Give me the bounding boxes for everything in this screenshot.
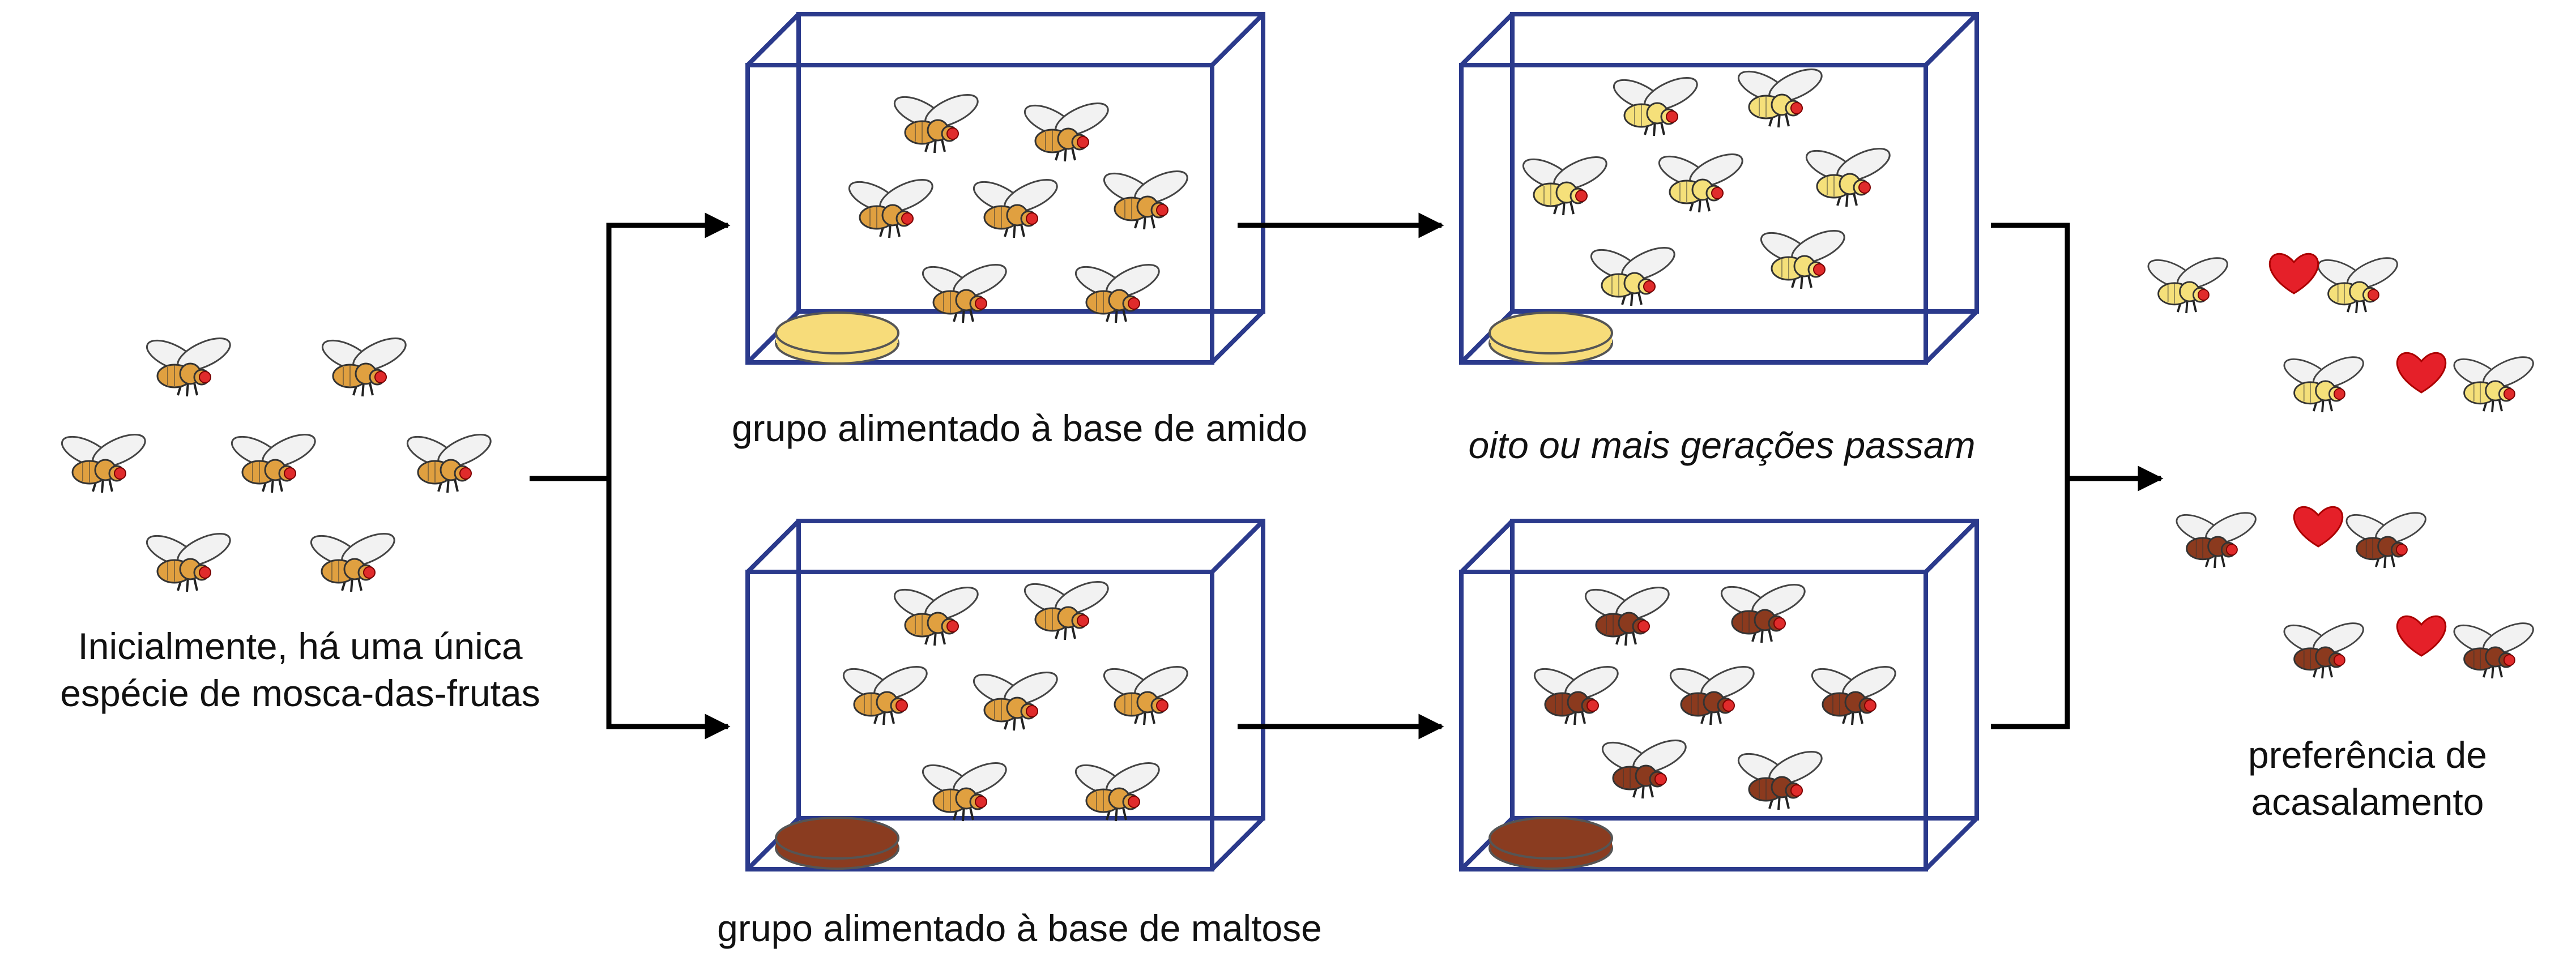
starch-box1-fly-2 bbox=[1023, 102, 1109, 162]
maltose-box1-fly-3 bbox=[842, 666, 928, 725]
arrow-to-starch-box bbox=[606, 212, 731, 478]
merge-line-top bbox=[1991, 223, 2070, 729]
maltose-food-icon-1 bbox=[775, 817, 899, 870]
pair4-maltose-fly-b bbox=[2453, 622, 2534, 679]
maltose-box2-fly-4 bbox=[1669, 666, 1755, 725]
pair1-starch-fly-b bbox=[2317, 257, 2398, 314]
initial-population-label: Inicialmente, há uma única espécie de mo… bbox=[0, 623, 600, 716]
starch-group-label: grupo alimentado à base de amido bbox=[731, 407, 1308, 449]
starch-box2-fly-7 bbox=[1760, 230, 1845, 289]
initial-label-line2: espécie de mosca-das-frutas bbox=[60, 672, 540, 714]
heart-icon-1 bbox=[2268, 253, 2319, 294]
pair3-maltose-fly-a bbox=[2176, 512, 2257, 569]
starch-box2-fly-4 bbox=[1658, 153, 1743, 213]
initial-fly-7 bbox=[310, 533, 395, 592]
starch-box2-fly-5 bbox=[1805, 148, 1891, 207]
starch-box2-fly-3 bbox=[1522, 156, 1607, 216]
pair3-maltose-fly-b bbox=[2345, 512, 2426, 569]
preference-label-line1: preferência de bbox=[2248, 734, 2487, 776]
maltose-box2-fly-6 bbox=[1601, 740, 1687, 799]
maltose-box1-fly-7 bbox=[1074, 762, 1160, 822]
starch-box1-fly-5 bbox=[1103, 170, 1188, 230]
starch-box2-fly-6 bbox=[1590, 247, 1675, 306]
maltose-box2-fly-5 bbox=[1811, 666, 1896, 725]
maltose-box1-fly-6 bbox=[922, 762, 1007, 822]
starch-box1-fly-1 bbox=[893, 94, 979, 153]
initial-fly-4 bbox=[231, 434, 316, 493]
initial-fly-5 bbox=[406, 434, 492, 493]
maltose-box-initial bbox=[745, 519, 1265, 871]
pair2-starch-fly-b bbox=[2453, 356, 2534, 413]
maltose-box1-fly-4 bbox=[973, 672, 1058, 731]
starch-box1-fly-6 bbox=[922, 264, 1007, 323]
generations-label: oito ou mais gerações passam bbox=[1468, 424, 1976, 466]
initial-fly-3 bbox=[61, 434, 146, 493]
maltose-food-icon-2 bbox=[1489, 817, 1613, 870]
pair1-starch-fly-a bbox=[2147, 257, 2228, 314]
maltose-box-evolved bbox=[1459, 519, 1979, 871]
initial-fly-1 bbox=[146, 337, 231, 397]
maltose-box2-fly-3 bbox=[1533, 666, 1619, 725]
maltose-box2-fly-7 bbox=[1737, 751, 1823, 810]
maltose-box1-fly-2 bbox=[1023, 581, 1109, 640]
heart-icon-2 bbox=[2396, 352, 2447, 394]
starch-box-evolved bbox=[1459, 12, 1979, 365]
starch-food-icon-2 bbox=[1489, 311, 1613, 365]
starch-box2-fly-1 bbox=[1613, 77, 1698, 136]
starch-box2-fly-2 bbox=[1737, 69, 1823, 128]
maltose-box2-fly-1 bbox=[1584, 587, 1670, 646]
heart-icon-4 bbox=[2396, 615, 2447, 657]
pair4-maltose-fly-a bbox=[2283, 622, 2364, 679]
initial-fly-6 bbox=[146, 533, 231, 592]
arrow-to-maltose-box bbox=[606, 478, 731, 740]
heart-icon-3 bbox=[2293, 506, 2344, 548]
preference-label-line2: acasalamento bbox=[2251, 780, 2484, 823]
starch-food-icon-1 bbox=[775, 311, 899, 365]
starch-box1-fly-7 bbox=[1074, 264, 1160, 323]
maltose-box1-fly-1 bbox=[893, 587, 979, 646]
initial-fly-2 bbox=[321, 337, 407, 397]
mating-preference-label: preferência de acasalamento bbox=[2152, 732, 2576, 825]
maltose-box2-fly-2 bbox=[1720, 584, 1806, 643]
starch-box1-fly-4 bbox=[973, 179, 1058, 238]
maltose-box1-fly-5 bbox=[1103, 666, 1188, 725]
pair2-starch-fly-a bbox=[2283, 356, 2364, 413]
initial-label-line1: Inicialmente, há uma única bbox=[78, 625, 523, 667]
starch-box1-fly-3 bbox=[848, 179, 933, 238]
maltose-group-label: grupo alimentado à base de maltose bbox=[717, 907, 1322, 949]
